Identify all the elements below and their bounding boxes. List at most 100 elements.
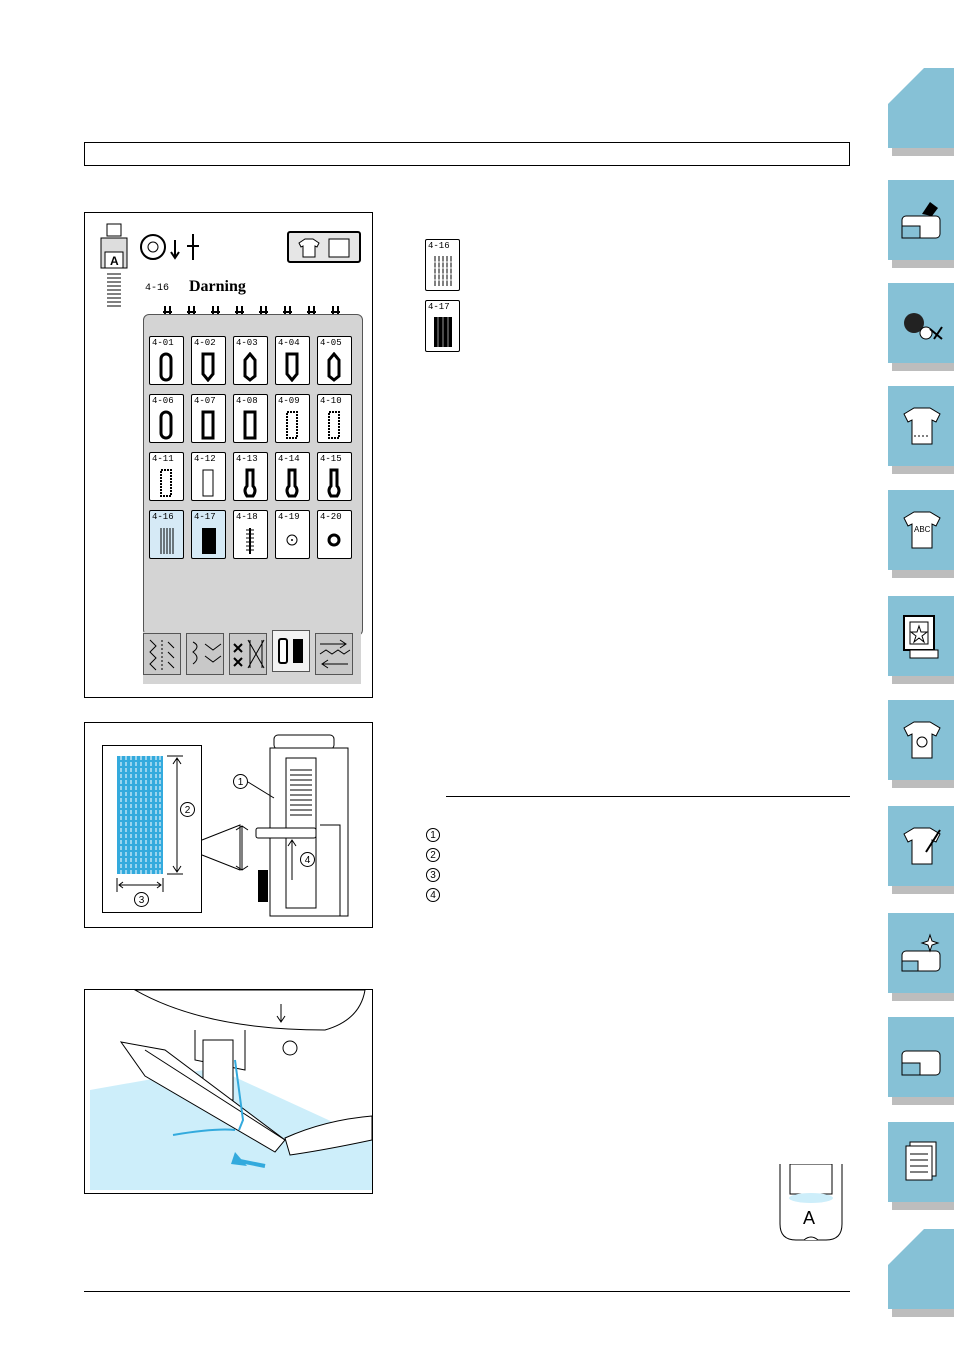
stitch-key[interactable]: 4-16 (149, 510, 184, 559)
stitch-key[interactable]: 4-20 (317, 510, 352, 559)
stitch-key[interactable]: 4-09 (275, 394, 310, 443)
stitch-shape-icon (159, 352, 173, 382)
chapter-tab-my-custom-stitch[interactable] (888, 806, 954, 894)
stitch-key[interactable]: 4-18 (233, 510, 268, 559)
utility-stitch-icon (149, 639, 175, 671)
chapter-tab-troubleshooting[interactable] (888, 1017, 954, 1105)
stitch-key[interactable]: 4-05 (317, 336, 352, 385)
stitch-key[interactable]: 4-08 (233, 394, 268, 443)
darning-sample-box (102, 745, 202, 913)
bobbin-needle-icon (140, 234, 199, 260)
stitch-shape-icon (285, 468, 299, 498)
stitch-key-code: 4-12 (194, 454, 216, 464)
embroidery-frame-icon (903, 615, 939, 659)
diagram-label-3: 3 (134, 892, 149, 907)
stitch-shape-icon (160, 528, 174, 554)
stitch-shape-icon (327, 468, 341, 498)
stitch-shape-icon (201, 410, 215, 440)
stitch-shape-icon (285, 352, 299, 382)
stitch-shape-icon (246, 528, 254, 554)
chapter-tab-sewing-basics[interactable] (888, 386, 954, 474)
stitch-key-code: 4-05 (320, 338, 342, 348)
stitch-key[interactable]: 4-06 (149, 394, 184, 443)
stitch-key[interactable]: 4-11 (149, 452, 184, 501)
stitch-key[interactable]: 4-19 (275, 510, 310, 559)
stitch-key-code: 4-07 (194, 396, 216, 406)
category-tab-utility[interactable] (143, 633, 181, 675)
chapter-tab-character-stitches[interactable]: ABC (888, 490, 954, 578)
stitch-key-code: 4-16 (152, 512, 174, 522)
stitch-shape-icon (286, 534, 298, 546)
stitch-key-code: 4-11 (152, 454, 174, 464)
stitch-key[interactable]: 4-12 (191, 452, 226, 501)
chapter-tab-threads[interactable] (888, 283, 954, 371)
category-tab-buttonhole[interactable] (272, 630, 310, 672)
decorative-stitch-icon (192, 641, 222, 665)
category-tab-decorative[interactable] (186, 633, 224, 675)
shirt-design-icon (903, 721, 941, 759)
chapter-tab-top[interactable] (888, 68, 954, 156)
chapter-tab-embroidery[interactable] (888, 596, 954, 684)
diagram-label-2: 2 (180, 802, 195, 817)
stitch-shape-icon (327, 352, 341, 382)
stitch-key-code: 4-09 (278, 396, 300, 406)
chapter-tab-maintenance[interactable] (888, 913, 954, 1001)
chapter-tab-getting-ready[interactable] (888, 180, 954, 268)
sewing-machine-icon (901, 1050, 941, 1076)
stitch-shape-icon (327, 533, 341, 547)
diagram-label-1: 1 (233, 774, 248, 789)
presser-foot-diagram (201, 734, 349, 917)
chapter-tab-bottom[interactable] (888, 1229, 954, 1317)
stitch-key[interactable]: 4-17 (191, 510, 226, 559)
stitch-key[interactable]: 4-07 (191, 394, 226, 443)
chapter-tab-index[interactable] (888, 1122, 954, 1210)
stitch-icon-416: 4-16 (425, 239, 460, 291)
stitch-key-code: 4-04 (278, 338, 300, 348)
stitch-key-code: 4-06 (152, 396, 174, 406)
note-divider (446, 796, 850, 797)
legend-number-2: 2 (426, 848, 440, 862)
buttonhole-stitch-icon (278, 638, 303, 664)
stitch-key[interactable]: 4-01 (149, 336, 184, 385)
stitch-key-code: 4-01 (152, 338, 174, 348)
stitch-key[interactable]: 4-14 (275, 452, 310, 501)
presser-foot-a-icon (779, 1163, 843, 1241)
pattern-name: Darning (189, 278, 246, 295)
shirt-dotted-icon (903, 407, 941, 445)
category-tab-cross[interactable] (229, 633, 267, 675)
stitch-shape-icon (243, 468, 257, 498)
sewing-guide-button[interactable] (287, 231, 361, 263)
stitch-key-code: 4-15 (320, 454, 342, 464)
stitch-key-code: 4-10 (320, 396, 342, 406)
stitch-key-code: 4-19 (278, 512, 300, 522)
other-stitch-icon (319, 639, 351, 669)
shirt-guide-icon (298, 238, 350, 258)
chapter-tab-embroidery-edit[interactable] (888, 700, 954, 788)
corner-triangle-icon (888, 1229, 924, 1265)
stitch-shape-icon (201, 352, 215, 382)
darning-sample-icon (116, 755, 183, 892)
legend-number-1: 1 (426, 828, 440, 842)
legend-number-3: 3 (426, 868, 440, 882)
document-pages-icon (905, 1141, 937, 1181)
pattern-code: 4-16 (145, 283, 170, 294)
category-tab-other[interactable] (315, 633, 353, 675)
stitch-shape-icon (328, 411, 340, 439)
stitch-key[interactable]: 4-13 (233, 452, 268, 501)
shirt-pen-icon (903, 827, 941, 865)
stitch-shape-icon (243, 352, 257, 382)
stitch-shape-icon (202, 528, 216, 554)
sewing-illustration-figure (84, 989, 373, 1194)
stitch-key[interactable]: 4-04 (275, 336, 310, 385)
stitch-key[interactable]: 4-10 (317, 394, 352, 443)
spool-scissors-icon (904, 313, 943, 340)
sewing-machine-hand-icon (901, 202, 941, 239)
stitch-shape-icon (286, 411, 298, 439)
footer-rule (84, 1291, 850, 1292)
stitch-key[interactable]: 4-15 (317, 452, 352, 501)
presser-foot-letter: A (110, 254, 119, 268)
sewing-machine-illustration (90, 990, 372, 1190)
stitch-key[interactable]: 4-03 (233, 336, 268, 385)
stitch-key[interactable]: 4-02 (191, 336, 226, 385)
stitch-key-code: 4-17 (194, 512, 216, 522)
